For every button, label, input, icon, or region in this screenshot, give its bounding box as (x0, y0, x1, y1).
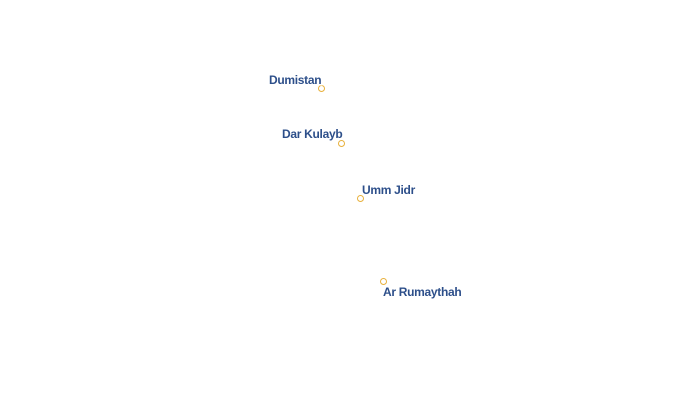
place-marker-icon[interactable] (357, 195, 364, 202)
place-label[interactable]: Umm Jidr (362, 183, 415, 197)
place-marker-icon[interactable] (318, 85, 325, 92)
place-label[interactable]: Ar Rumaythah (383, 285, 462, 299)
place-marker-icon[interactable] (380, 278, 387, 285)
place-label[interactable]: Dar Kulayb (282, 127, 343, 141)
place-label[interactable]: Dumistan (269, 73, 322, 87)
place-marker-icon[interactable] (338, 140, 345, 147)
